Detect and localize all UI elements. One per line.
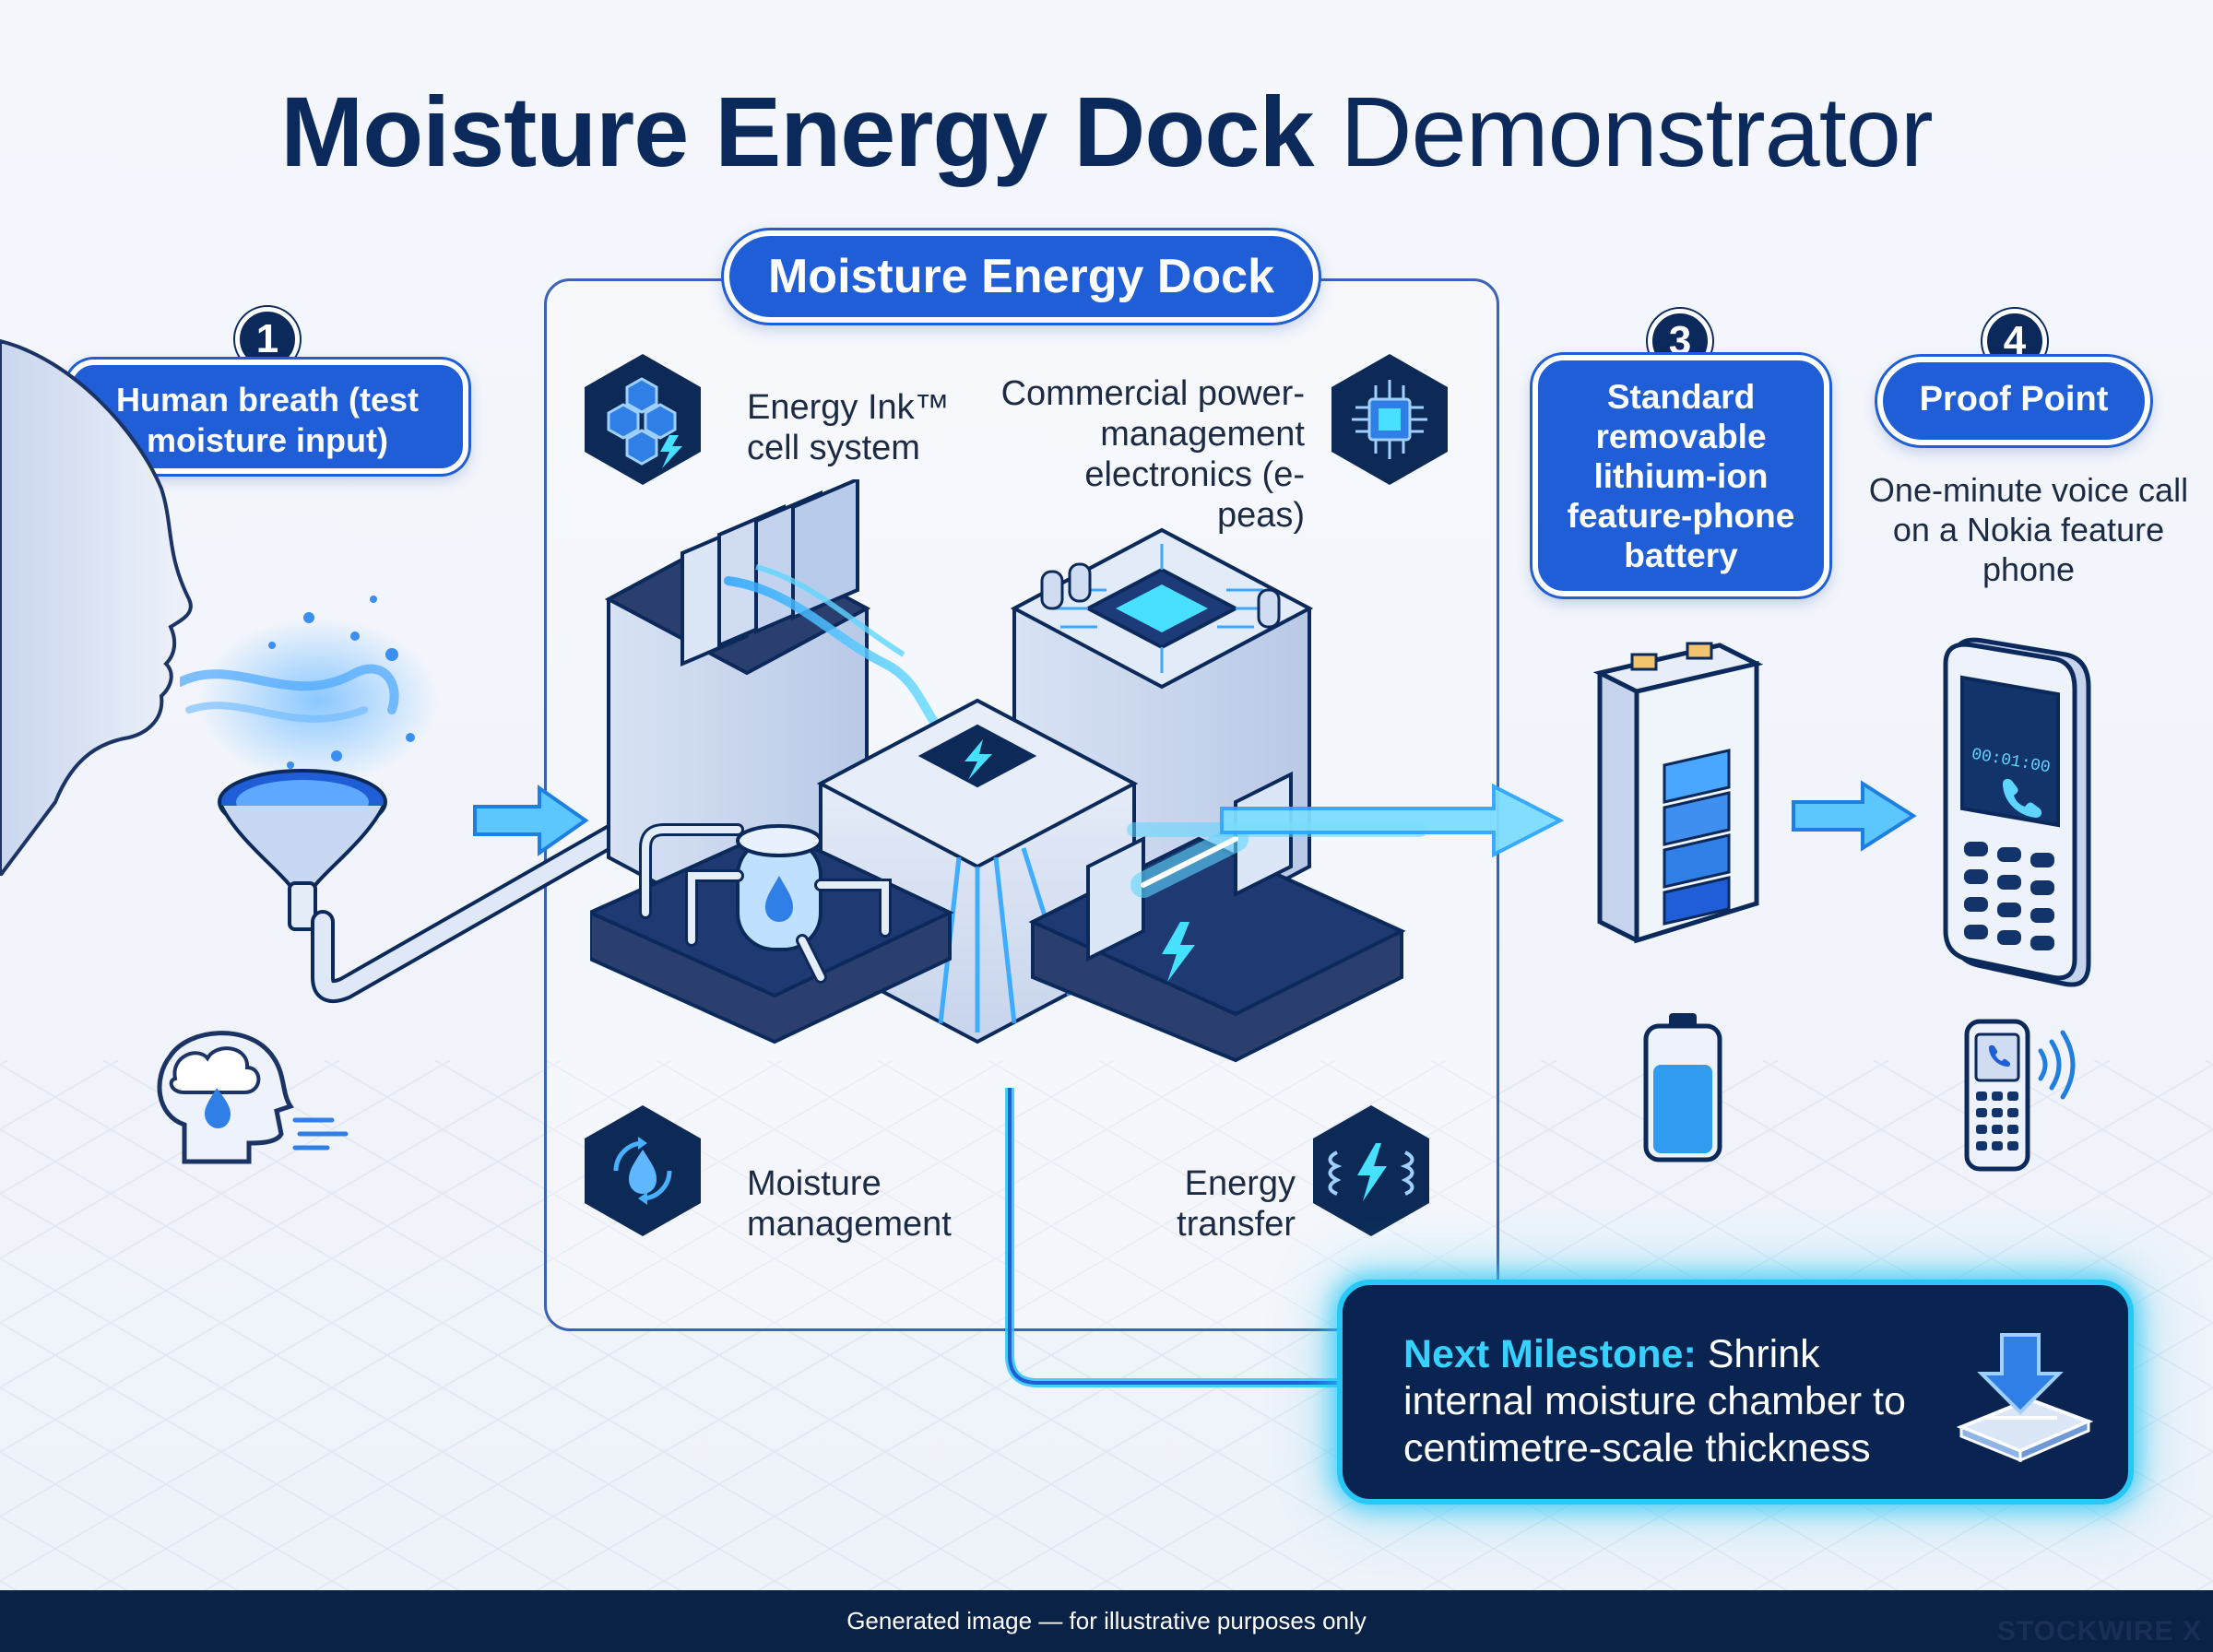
flow-arrow-icon xyxy=(1792,780,1917,852)
stockwire-logo: STOCKWIRE X xyxy=(1996,1616,2202,1646)
step-4-label: Proof Point xyxy=(1877,357,2150,445)
input-pipe xyxy=(311,799,667,1003)
breath-cloud-icon xyxy=(180,596,438,784)
feature-moisture: Moisture management xyxy=(747,1164,952,1244)
step-3-label: Standard removable lithium-ion feature-p… xyxy=(1533,355,1829,596)
flow-arrow-icon xyxy=(473,785,589,856)
milestone-body: Shrink internal moisture chamber to cent… xyxy=(1403,1332,1906,1470)
moisture-cycle-icon xyxy=(585,1105,701,1236)
face-profile-icon xyxy=(0,338,193,876)
footer-bar: Generated image — for illustrative purpo… xyxy=(0,1590,2213,1652)
coil-bolt-icon xyxy=(1313,1105,1429,1236)
flow-arrow-icon xyxy=(1220,783,1565,858)
feature-electronics: Commercial power-management electronics … xyxy=(1000,374,1305,535)
title-bold: Moisture Energy Dock xyxy=(280,76,1314,187)
battery-icon xyxy=(1592,642,1764,944)
feature-transfer: Energy transfer xyxy=(1177,1164,1296,1244)
page-title: Moisture Energy Dock Demonstrator xyxy=(0,74,2213,189)
step-4-detail: One-minute voice call on a Nokia feature… xyxy=(1868,471,2189,588)
feature-ink: Energy Ink™ cell system xyxy=(747,388,950,467)
chip-icon xyxy=(1331,354,1448,485)
feature-phone-icon: 00:01:00 xyxy=(1943,637,2091,987)
small-phone-icon xyxy=(1964,1019,2076,1172)
head-moisture-icon xyxy=(157,1031,349,1164)
dock-illustration xyxy=(590,479,1427,1063)
milestone-text: Next Milestone: Shrink internal moisture… xyxy=(1403,1331,1938,1472)
milestone-card: Next Milestone: Shrink internal moisture… xyxy=(1337,1280,2134,1504)
small-battery-icon xyxy=(1643,1013,1722,1162)
footer-note: Generated image — for illustrative purpo… xyxy=(846,1607,1367,1634)
title-light: Demonstrator xyxy=(1340,76,1934,187)
hexagon-cells-icon xyxy=(585,354,701,485)
dock-label: Moisture Energy Dock xyxy=(724,230,1319,323)
milestone-label: Next Milestone: xyxy=(1403,1332,1697,1376)
compress-arrow-icon xyxy=(1956,1333,2094,1463)
milestone-connector xyxy=(1005,1088,1342,1387)
funnel-icon xyxy=(218,769,387,931)
